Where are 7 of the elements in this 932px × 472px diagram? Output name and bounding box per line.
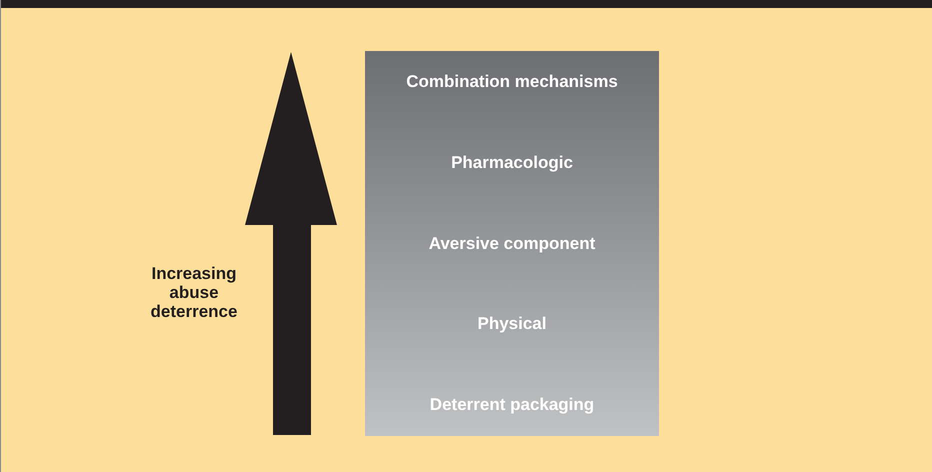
level-label: Physical <box>478 313 546 336</box>
level-label: Pharmacologic <box>451 152 573 174</box>
level-label: Aversive component <box>428 232 596 254</box>
level-label: Combination mechanisms <box>406 71 618 93</box>
axis-label: Increasing abuse deterrence <box>150 264 238 321</box>
gradient-panel <box>365 51 659 436</box>
level-label: Deterrent packaging <box>430 394 594 416</box>
